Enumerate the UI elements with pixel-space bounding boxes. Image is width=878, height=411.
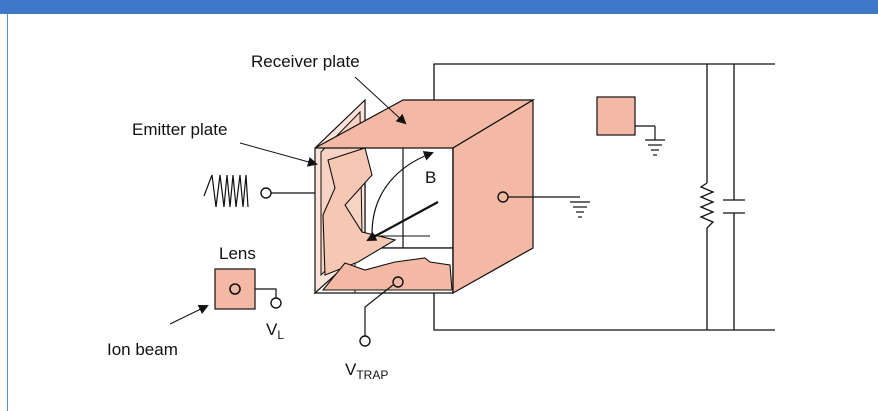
emitter-plate-label: Emitter plate — [132, 120, 228, 139]
header-bar — [0, 0, 878, 14]
lens-lead — [255, 288, 277, 298]
emitter-leader — [239, 142, 318, 167]
filament-icon — [203, 174, 249, 208]
left-rule — [7, 14, 8, 411]
lens-label: Lens — [219, 244, 256, 263]
trap-terminal — [392, 276, 404, 288]
grounded-box — [596, 96, 636, 136]
vtrap-main: V — [345, 360, 357, 379]
vl-subscript: L — [277, 328, 285, 342]
lens-terminal — [229, 283, 241, 295]
b-field-curve — [371, 151, 434, 235]
trap-lead — [364, 284, 394, 336]
vl-main: V — [266, 320, 278, 339]
capacitor-symbol — [723, 199, 745, 214]
ion-beam-leader — [169, 305, 209, 325]
vl-terminal — [270, 297, 282, 309]
ground-symbol-top — [635, 125, 665, 156]
receiver-plate-label: Receiver plate — [251, 52, 360, 71]
receiver-leader — [354, 76, 407, 125]
b-field-label: B — [425, 168, 437, 187]
vtrap-label: VTRAP — [345, 360, 389, 382]
b-field-arrow — [366, 201, 439, 241]
ground-symbol-right — [508, 196, 590, 218]
trap-electrode — [321, 257, 453, 291]
vtrap-subscript: TRAP — [356, 368, 389, 382]
cube-back-wall — [364, 144, 454, 249]
filament-terminal — [260, 187, 272, 199]
ion-beam-label: Ion beam — [107, 340, 178, 359]
cutaway-region — [322, 147, 397, 276]
right-plate-terminal — [497, 191, 509, 203]
vl-label: VL — [266, 320, 285, 342]
vtrap-terminal — [359, 335, 371, 347]
resistor-symbol — [699, 182, 715, 229]
